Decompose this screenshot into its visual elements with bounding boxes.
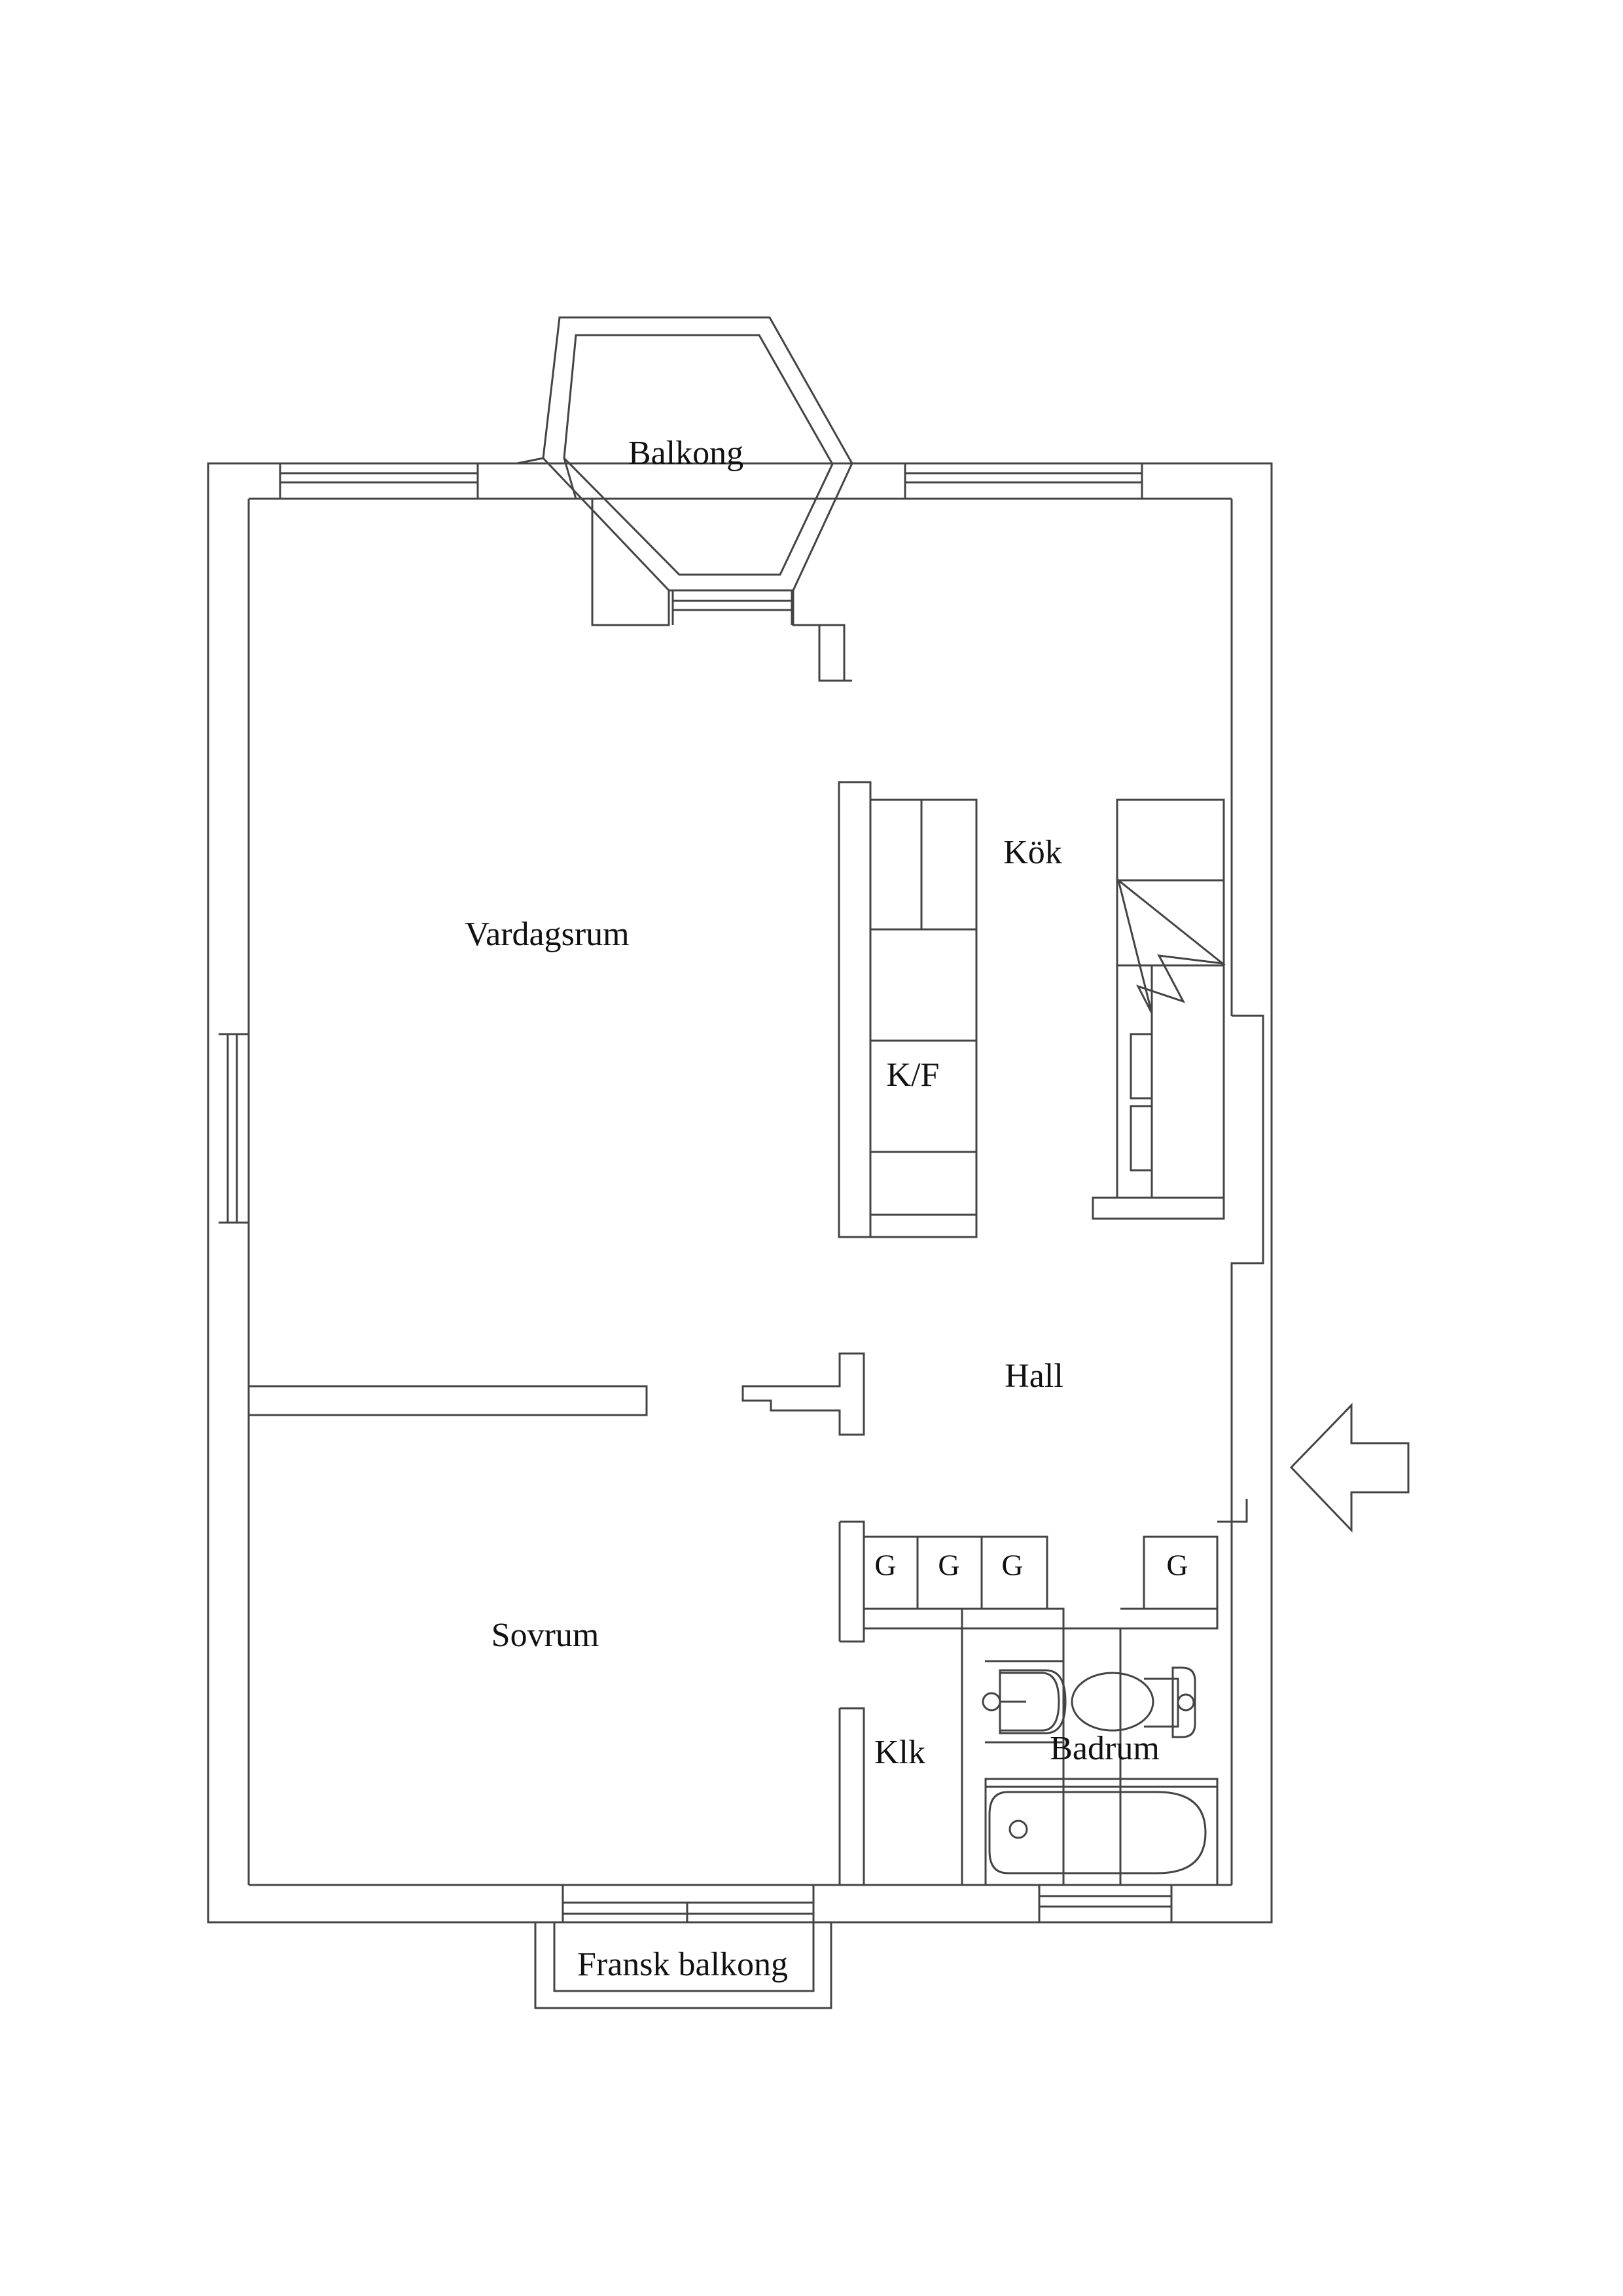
window-left-wall	[219, 1033, 249, 1224]
toilet-icon	[1071, 1666, 1196, 1738]
wall-badrum	[961, 1627, 1122, 1885]
wardrobe-label-g3: G	[1001, 1549, 1023, 1582]
wall-livingroom-sovrum	[249, 1385, 648, 1416]
bathroom-sink-icon	[982, 1660, 1067, 1744]
stove-hob-icon	[1116, 878, 1226, 1014]
room-label-balkong: Balkong	[628, 435, 743, 472]
bathtub-icon	[984, 1778, 1219, 1886]
window-top-left	[279, 463, 479, 499]
balcony-door	[671, 590, 793, 625]
window-badrum	[1038, 1885, 1173, 1922]
room-label-sovrum: Sovrum	[491, 1617, 599, 1654]
entrance-arrow-icon	[1289, 1403, 1410, 1533]
room-label-kylfrys: K/F	[887, 1056, 940, 1094]
wardrobe-label-g2: G	[938, 1549, 959, 1582]
wardrobe-single	[1119, 1499, 1248, 1641]
window-sovrum-bottom	[562, 1885, 815, 1922]
room-label-vardagsrum: Vardagsrum	[465, 916, 629, 953]
room-label-hall: Hall	[1005, 1357, 1063, 1395]
kitchen-right-cabinets	[1092, 798, 1225, 1220]
room-label-klk: Klk	[874, 1734, 925, 1771]
wardrobe-label-g4: G	[1166, 1549, 1188, 1582]
room-label-fransk-balkong: Fransk balkong	[577, 1946, 788, 1983]
window-top-right	[904, 463, 1143, 499]
wardrobe-row-triple	[863, 1535, 1065, 1630]
hall-wall-stub	[741, 1352, 865, 1436]
exterior-wall-outer	[207, 462, 1273, 1924]
balcony-floor-edge	[516, 457, 852, 682]
wardrobe-label-g1: G	[874, 1549, 896, 1582]
exterior-wall-inner	[247, 497, 1264, 1886]
room-label-badrum: Badrum	[1050, 1730, 1160, 1767]
room-label-kok: Kök	[1003, 834, 1062, 871]
fransk-balkong-box	[534, 1921, 832, 2009]
